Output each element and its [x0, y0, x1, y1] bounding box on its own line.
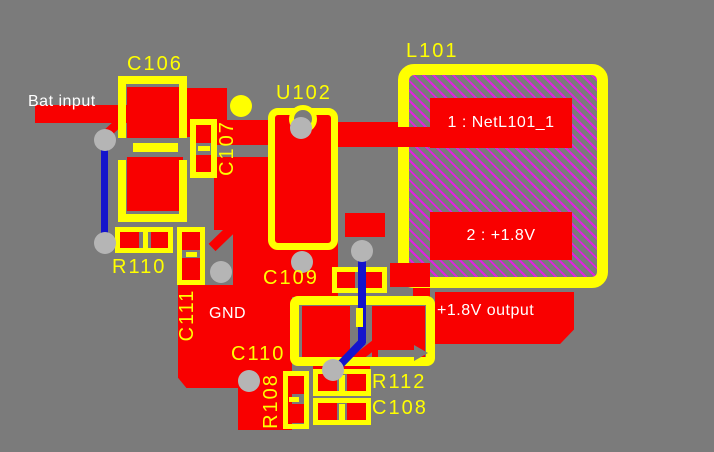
- c107-divider-mark: [198, 146, 210, 151]
- pad-l101-1-strip[interactable]: [390, 127, 430, 147]
- via[interactable]: [351, 240, 373, 262]
- r108-divider-mark: [289, 397, 299, 402]
- ratsnest-arrow-shaft: [378, 350, 415, 357]
- pad-l101-1-label: 1 : NetL101_1: [447, 114, 555, 131]
- component-outline-c111[interactable]: [177, 227, 205, 285]
- refdes-r110[interactable]: R110: [112, 256, 167, 278]
- pad-c107-bottom[interactable]: [196, 155, 212, 173]
- refdes-r112[interactable]: R112: [372, 371, 427, 393]
- pad-c108-left[interactable]: [317, 402, 337, 421]
- net-label-gnd[interactable]: GND: [209, 305, 247, 322]
- r110-divider-mark: [143, 231, 148, 249]
- refdes-c107[interactable]: C107: [216, 120, 238, 176]
- net-label-output[interactable]: +1.8V output: [437, 302, 535, 319]
- refdes-r108[interactable]: R108: [260, 373, 282, 429]
- pad-r112-right[interactable]: [347, 373, 366, 392]
- pad-l101-1[interactable]: 1 : NetL101_1: [430, 98, 572, 148]
- pad-c111-bottom[interactable]: [182, 258, 200, 280]
- component-outline-r108[interactable]: [283, 371, 309, 429]
- pad-l101-2-label: 2 : +1.8V: [466, 227, 536, 244]
- component-outline-c106[interactable]: [118, 76, 187, 138]
- component-outline-r110[interactable]: [115, 227, 173, 253]
- copper-pour-c107-b[interactable]: [214, 157, 268, 230]
- trace-bottom-center[interactable]: [358, 250, 366, 343]
- via[interactable]: [94, 232, 116, 254]
- pad-r110-left[interactable]: [120, 232, 139, 249]
- refdes-c111[interactable]: C111: [176, 288, 198, 342]
- pad-r108-bottom[interactable]: [287, 404, 305, 423]
- copper-strip-bat-input[interactable]: [35, 105, 140, 123]
- pad-c106-top[interactable]: [127, 87, 183, 138]
- refdes-c110[interactable]: C110: [231, 343, 286, 365]
- pad-c109-right[interactable]: [364, 272, 382, 288]
- component-outline-c108[interactable]: [313, 398, 371, 425]
- silk-fiducial-dot: [230, 95, 252, 117]
- pad-c106-bottom[interactable]: [127, 157, 183, 211]
- refdes-c108[interactable]: C108: [372, 397, 428, 419]
- refdes-u102[interactable]: U102: [276, 82, 332, 104]
- via[interactable]: [291, 251, 313, 273]
- trace-u102-to-l101[interactable]: [334, 122, 398, 147]
- copper-pour-gnd-left[interactable]: [178, 285, 238, 388]
- via[interactable]: [322, 359, 344, 381]
- pad-c108-right[interactable]: [347, 402, 366, 421]
- component-outline-c107[interactable]: [190, 119, 217, 178]
- component-outline-c106-bottom[interactable]: [118, 160, 187, 222]
- c106-divider-mark: [133, 143, 178, 152]
- pad-u102-right-bottom[interactable]: [345, 213, 385, 237]
- net-label-bat-input[interactable]: Bat input: [28, 93, 96, 110]
- ratsnest-arrow-head: [414, 345, 428, 361]
- copper-pour-output[interactable]: [435, 292, 574, 344]
- c110-polarity-mark: [356, 308, 363, 327]
- pad-c110-left[interactable]: [302, 306, 350, 357]
- copper-pour-c107-a[interactable]: [214, 120, 268, 145]
- c111-divider-mark: [186, 252, 197, 257]
- via[interactable]: [290, 117, 312, 139]
- pad-l101-2-strip[interactable]: [390, 263, 430, 287]
- pad-l101-2[interactable]: 2 : +1.8V: [430, 212, 572, 260]
- refdes-c109[interactable]: C109: [263, 267, 319, 289]
- pad-c107-top[interactable]: [196, 125, 212, 143]
- via[interactable]: [210, 261, 232, 283]
- pad-r110-right[interactable]: [151, 232, 170, 249]
- via[interactable]: [94, 129, 116, 151]
- pad-r108-top[interactable]: [287, 375, 305, 394]
- refdes-c106[interactable]: C106: [127, 53, 183, 75]
- pad-c111-top[interactable]: [182, 232, 200, 250]
- trace-bottom-left[interactable]: [101, 138, 108, 244]
- r112-divider-mark: [339, 375, 345, 391]
- refdes-l101[interactable]: L101: [406, 40, 459, 62]
- component-outline-l101[interactable]: [398, 64, 608, 288]
- via[interactable]: [238, 370, 260, 392]
- c108-divider-mark: [339, 404, 345, 420]
- pad-c109-left[interactable]: [337, 272, 355, 288]
